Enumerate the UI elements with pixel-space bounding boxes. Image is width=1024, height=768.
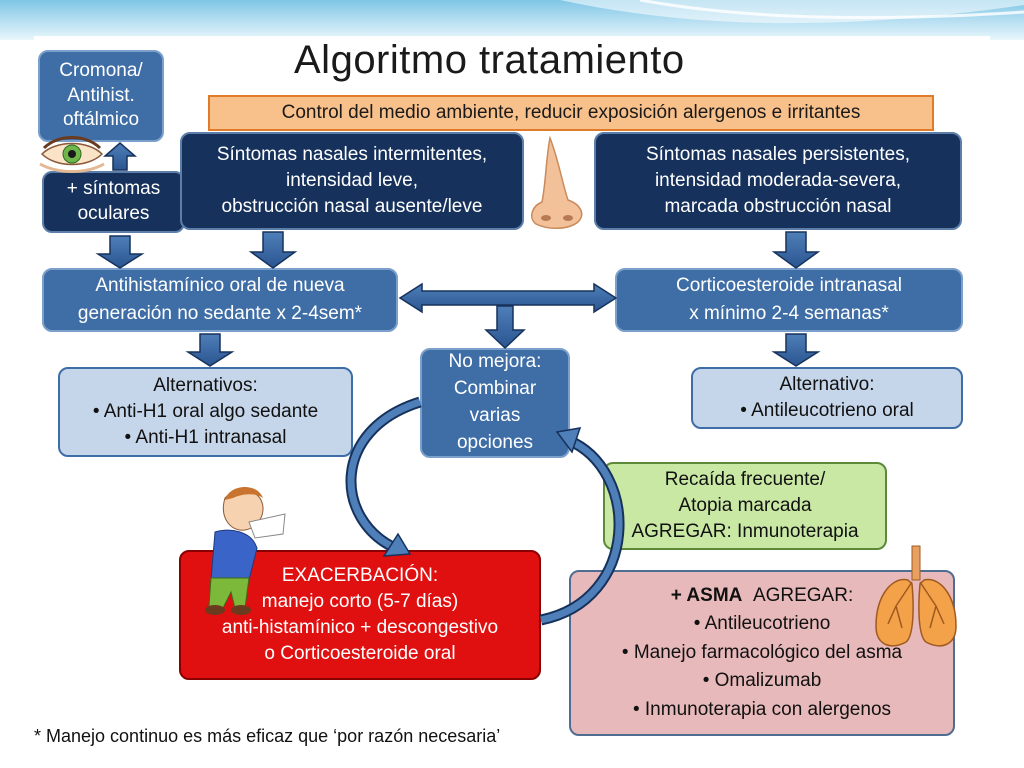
antihistaminico-line-2: generación no sedante x 2-4sem* <box>77 303 363 324</box>
alternativos-item-2: • Anti-H1 intranasal <box>124 427 287 449</box>
corticoide-line-2: x mínimo 2-4 semanas* <box>689 303 889 324</box>
double-arrow-horizontal <box>398 282 618 314</box>
asma-heading-rest: AGREGAR: <box>752 584 854 606</box>
environment-control-text: Control del medio ambiente, reducir expo… <box>281 101 861 123</box>
intermitentes-line-3: obstrucción nasal ausente/leve <box>221 196 483 218</box>
down-arrow-intermitentes <box>248 231 298 269</box>
alternativo-heading: Alternativo: <box>779 373 875 395</box>
down-arrow-antihistaminico <box>185 333 235 367</box>
recaida-line-3: AGREGAR: Inmunoterapia <box>631 521 859 543</box>
relapse-box: Recaída frecuente/ Atopia marcada AGREGA… <box>603 462 887 550</box>
slide-title: Algoritmo tratamiento <box>294 38 685 82</box>
cromona-line-1: Cromona/ <box>59 59 143 81</box>
intermitentes-line-2: intensidad leve, <box>285 169 419 191</box>
cromona-box: Cromona/ Antihist. oftálmico <box>38 50 164 142</box>
alternativo-item: • Antileucotrieno oral <box>740 400 914 421</box>
alternativos-item-1: • Anti-H1 oral algo sedante <box>92 400 319 422</box>
asma-item-2: • Manejo farmacológico del asma <box>621 641 903 663</box>
recaida-line-2: Atopia marcada <box>678 494 812 516</box>
no-mejora-line-3: varias <box>469 405 521 426</box>
environment-control-box: Control del medio ambiente, reducir expo… <box>208 95 934 131</box>
down-arrow-no-mejora <box>484 305 526 350</box>
persistentes-line-1: Síntomas nasales persistentes, <box>645 143 911 165</box>
alternatives-left-box: Alternativos: • Anti-H1 oral algo sedant… <box>58 367 353 457</box>
exacerbacion-line-1: EXACERBACIÓN: <box>281 564 439 586</box>
down-arrow-corticoide <box>771 333 821 367</box>
asma-heading: + ASMA AGREGAR: <box>671 582 854 611</box>
antihistamine-box: Antihistamínico oral de nueva generación… <box>42 268 398 332</box>
exacerbacion-line-2: manejo corto (5-7 días) <box>261 590 459 612</box>
recaida-line-1: Recaída frecuente/ <box>664 468 826 490</box>
persistent-symptoms-box: Síntomas nasales persistentes, intensida… <box>594 132 962 230</box>
corticoide-line-1: Corticoesteroide intranasal <box>675 275 902 297</box>
asma-item-4: • Inmunoterapia con alergenos <box>632 698 892 720</box>
alternativos-heading: Alternativos: <box>153 374 258 396</box>
asma-item-3: • Omalizumab <box>702 670 822 692</box>
ocular-line-2: oculares <box>77 203 150 224</box>
exacerbacion-line-4: o Corticoesteroide oral <box>264 643 456 665</box>
intermittent-symptoms-box: Síntomas nasales intermitentes, intensid… <box>180 132 524 230</box>
no-mejora-line-2: Combinar <box>453 378 537 400</box>
curved-arrow-to-no-mejora <box>539 427 625 626</box>
antihistaminico-line-1: Antihistamínico oral de nueva <box>95 275 345 297</box>
down-arrow-ocular <box>95 235 145 269</box>
exacerbacion-line-3: anti-histamínico + descongestivo <box>221 617 499 638</box>
persistentes-line-2: intensidad moderada-severa, <box>654 169 902 191</box>
up-arrow-cromona <box>102 142 138 171</box>
asma-item-1: • Antileucotrieno <box>693 613 831 635</box>
ocular-line-1: + síntomas <box>66 178 161 200</box>
curved-arrow-to-exacerbation <box>345 396 422 557</box>
footnote: * Manejo continuo es más eficaz que ‘por… <box>34 726 501 746</box>
intermitentes-line-1: Síntomas nasales intermitentes, <box>216 143 488 165</box>
no-mejora-line-1: No mejora: <box>448 351 542 373</box>
corticosteroid-box: Corticoesteroide intranasal x mínimo 2-4… <box>615 268 963 332</box>
persistentes-line-3: marcada obstrucción nasal <box>664 196 892 218</box>
alternative-right-box: Alternativo: • Antileucotrieno oral <box>691 367 963 429</box>
no-improvement-box: No mejora: Combinar varias opciones <box>420 348 570 458</box>
no-mejora-line-4: opciones <box>456 431 534 453</box>
cromona-line-2: Antihist. <box>67 84 135 106</box>
down-arrow-persistentes <box>771 231 821 269</box>
asma-heading-bold: + ASMA <box>670 584 743 606</box>
header-swoosh <box>560 0 1024 24</box>
cromona-line-3: oftálmico <box>62 109 140 131</box>
